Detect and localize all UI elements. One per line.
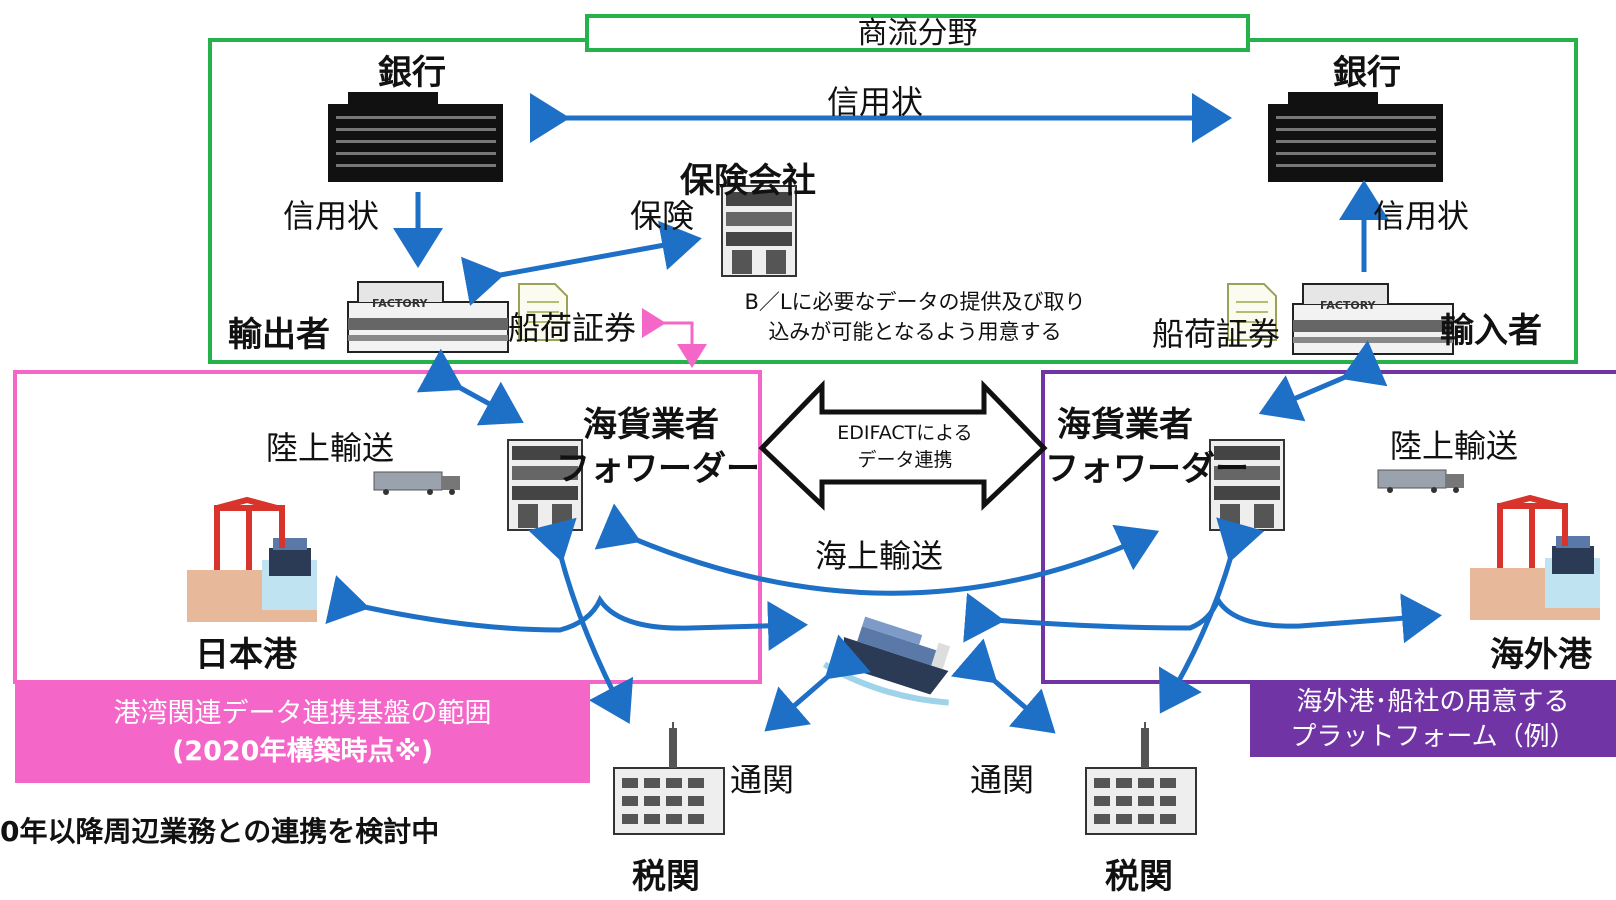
- forwarder-right-label-2: フォワーダー: [1045, 449, 1249, 489]
- lc-left-label: 信用状: [283, 197, 380, 235]
- bl-left-label: 船荷証券: [508, 309, 637, 347]
- right-forwarder-customs-arrow: [1158, 517, 1265, 714]
- customs-right-label: 税関: [1105, 857, 1173, 897]
- overseas-port-icon: [1470, 498, 1600, 620]
- purple-label-line1: 海外港･船社の用意する: [1296, 687, 1570, 717]
- bank-right-icon: [1268, 92, 1443, 182]
- japan-port-icon: [187, 500, 317, 622]
- land-transport-left-label: 陸上輸送: [266, 429, 395, 467]
- exporter-forwarder-arrow: [416, 348, 524, 426]
- sea-transport-label: 海上輸送: [815, 537, 944, 575]
- insurance-company-label: 保険会社: [680, 161, 816, 201]
- purple-label-line2: プラットフォーム（例）: [1290, 722, 1576, 752]
- japan-platform-label: 港湾関連データ連携基盤の範囲 (2020年構築時点※): [15, 683, 590, 783]
- customs-right-building-icon: [1085, 721, 1197, 835]
- bl-note-line2: 込みが可能となるよう用意する: [768, 320, 1062, 344]
- forwarder-left-label-2: フォワーダー: [556, 449, 760, 489]
- truck-right-icon: [1377, 469, 1465, 494]
- bl-note-line1: B／Lに必要なデータの提供及び取り: [744, 290, 1086, 314]
- forwarder-right-label-1: 海貨業者: [1057, 405, 1193, 445]
- customs-left-label: 税関: [632, 857, 700, 897]
- edifact-label: EDIFACTによる データ連携: [805, 420, 1005, 474]
- bank-left-label: 銀行: [378, 53, 446, 93]
- ship-left-customs-arrow: [764, 634, 872, 732]
- commerce-area-title: 商流分野: [585, 14, 1250, 52]
- customs-clearance-left-label: 通関: [730, 761, 795, 799]
- pink-label-line1: 港湾関連データ連携基盤の範囲: [113, 698, 492, 729]
- lc-right-label: 信用状: [1373, 197, 1470, 235]
- exporter-label: 輸出者: [228, 315, 330, 355]
- factory-sign-left: FACTORY: [372, 297, 428, 310]
- overseas-port-label: 海外港: [1490, 635, 1592, 675]
- lc-top-label: 信用状: [827, 83, 924, 121]
- pink-label-line2: (2020年構築時点※): [171, 736, 434, 767]
- forwarder-left-label-1: 海貨業者: [583, 405, 719, 445]
- importer-factory-icon: [1292, 283, 1454, 355]
- left-forwarder-customs-arrow: [528, 517, 634, 724]
- overseas-platform-label: 海外港･船社の用意する プラットフォーム（例）: [1250, 683, 1616, 757]
- insurance-arrow: [460, 220, 702, 306]
- truck-left-icon: [373, 471, 461, 496]
- footnote: 0年以降周辺業務との連携を検討中: [0, 815, 440, 848]
- ship-right-customs-arrow: [950, 638, 1056, 734]
- bl-data-pink-arrow: [642, 308, 707, 368]
- importer-label: 輸入者: [1440, 311, 1542, 351]
- bl-right-label: 船荷証券: [1152, 315, 1281, 353]
- bank-right-label: 銀行: [1333, 53, 1401, 93]
- insurance-label: 保険: [630, 197, 695, 235]
- edifact-line1: EDIFACTによる: [837, 422, 973, 444]
- japan-port-label: 日本港: [195, 635, 297, 675]
- factory-sign-right: FACTORY: [1320, 299, 1376, 312]
- edifact-double-arrow: [758, 379, 1048, 511]
- land-transport-right-label: 陸上輸送: [1390, 427, 1519, 465]
- edifact-line2: データ連携: [857, 449, 953, 471]
- customs-clearance-right-label: 通関: [970, 761, 1035, 799]
- customs-left-building-icon: [613, 721, 725, 835]
- container-ship-icon: [822, 616, 951, 706]
- bank-left-icon: [328, 92, 503, 182]
- exporter-factory-icon: [347, 281, 509, 353]
- bl-note: B／Lに必要なデータの提供及び取り 込みが可能となるよう用意する: [690, 287, 1140, 347]
- sea-transport-arrow: [594, 503, 1160, 596]
- importer-forwarder-arrow: [1258, 340, 1388, 422]
